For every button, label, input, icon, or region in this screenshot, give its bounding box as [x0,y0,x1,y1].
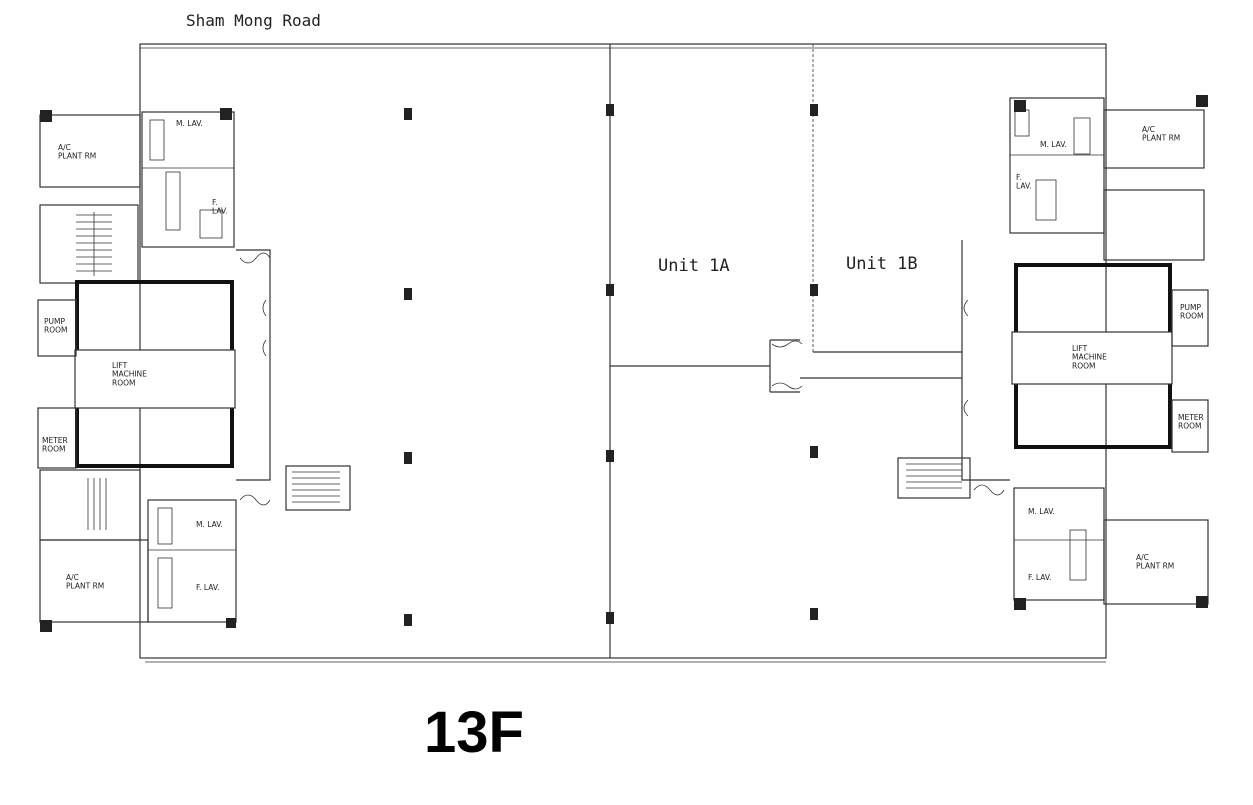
right-m-lav-bottom-label: M. LAV. [1028,507,1055,516]
right-f-lav-bottom-label: F. LAV. [1028,573,1051,582]
left-m-lav-bottom-label: M. LAV. [196,520,223,529]
columns [404,104,818,626]
unit-1a-label: Unit 1A [658,256,730,276]
left-core [37,108,351,632]
right-m-lav-top-label: M. LAV. [1040,140,1067,149]
right-core [897,95,1209,610]
left-m-lav-top-label: M. LAV. [176,119,203,128]
outer-walls [139,43,1107,663]
left-f-lav-top-label: F.LAV. [212,198,228,216]
unit-1b-label: Unit 1B [846,254,918,274]
floor-number: 13F [424,700,524,765]
road-label: Sham Mong Road [186,11,321,30]
central-corridor [769,339,803,393]
right-f-lav-top-label: F.LAV. [1016,173,1032,191]
left-f-lav-bottom-label: F. LAV. [196,583,219,592]
